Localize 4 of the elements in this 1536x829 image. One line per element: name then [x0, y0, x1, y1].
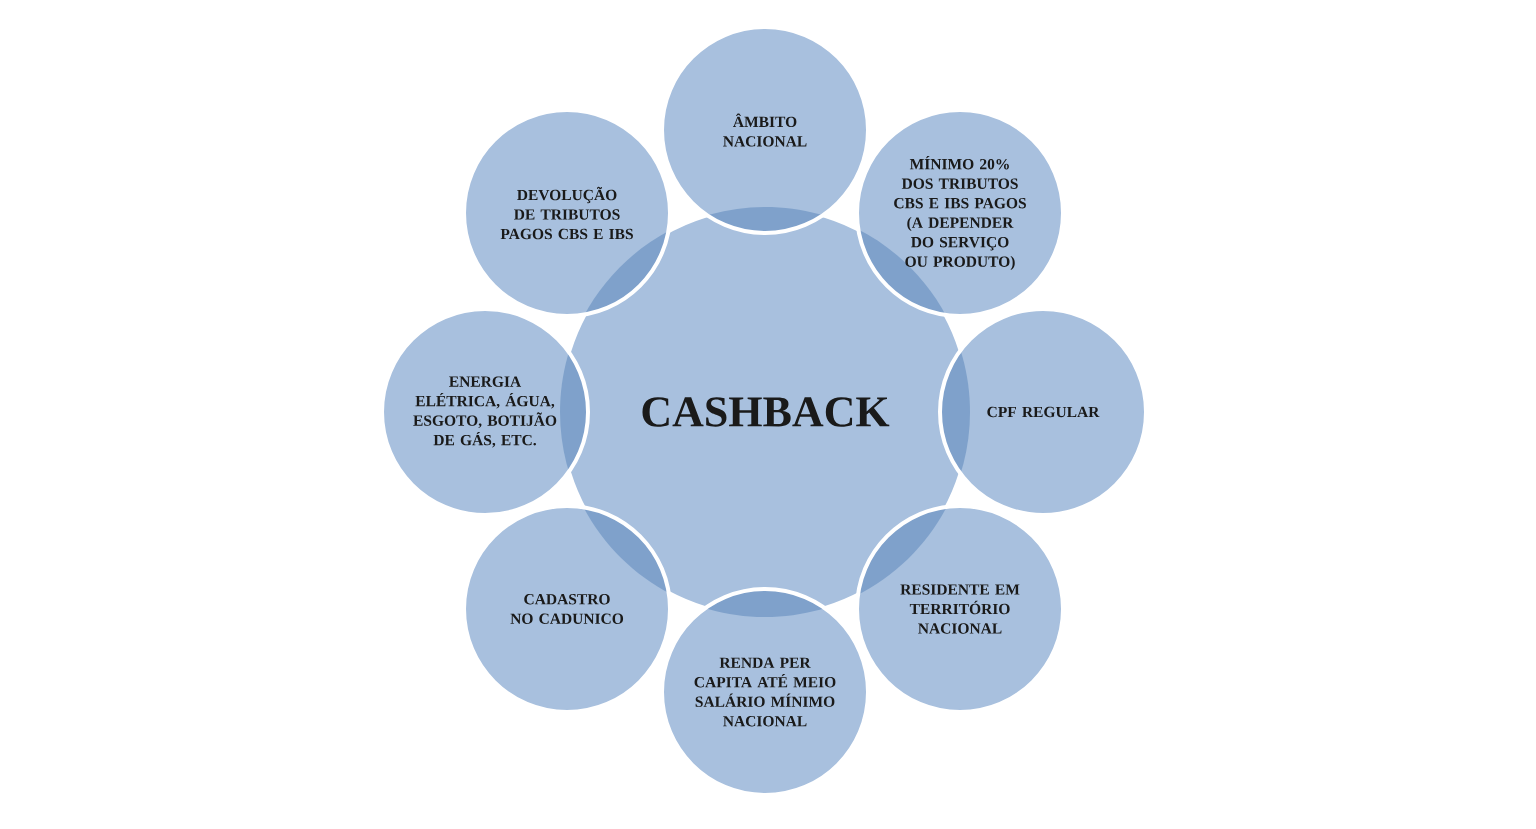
node-label: ÂMBITO NACIONAL [723, 113, 807, 147]
node-label: ENERGIA ELÉTRICA, ÁGUA, ESGOTO, BOTIJÃO DE GÁS, ETC. [413, 376, 557, 448]
node-label: RENDA PER CAPITA ATÉ MEIO SALÁRIO MÍNIMO NACIONAL [694, 657, 836, 727]
node-label: CPF REGULAR [987, 406, 1100, 418]
